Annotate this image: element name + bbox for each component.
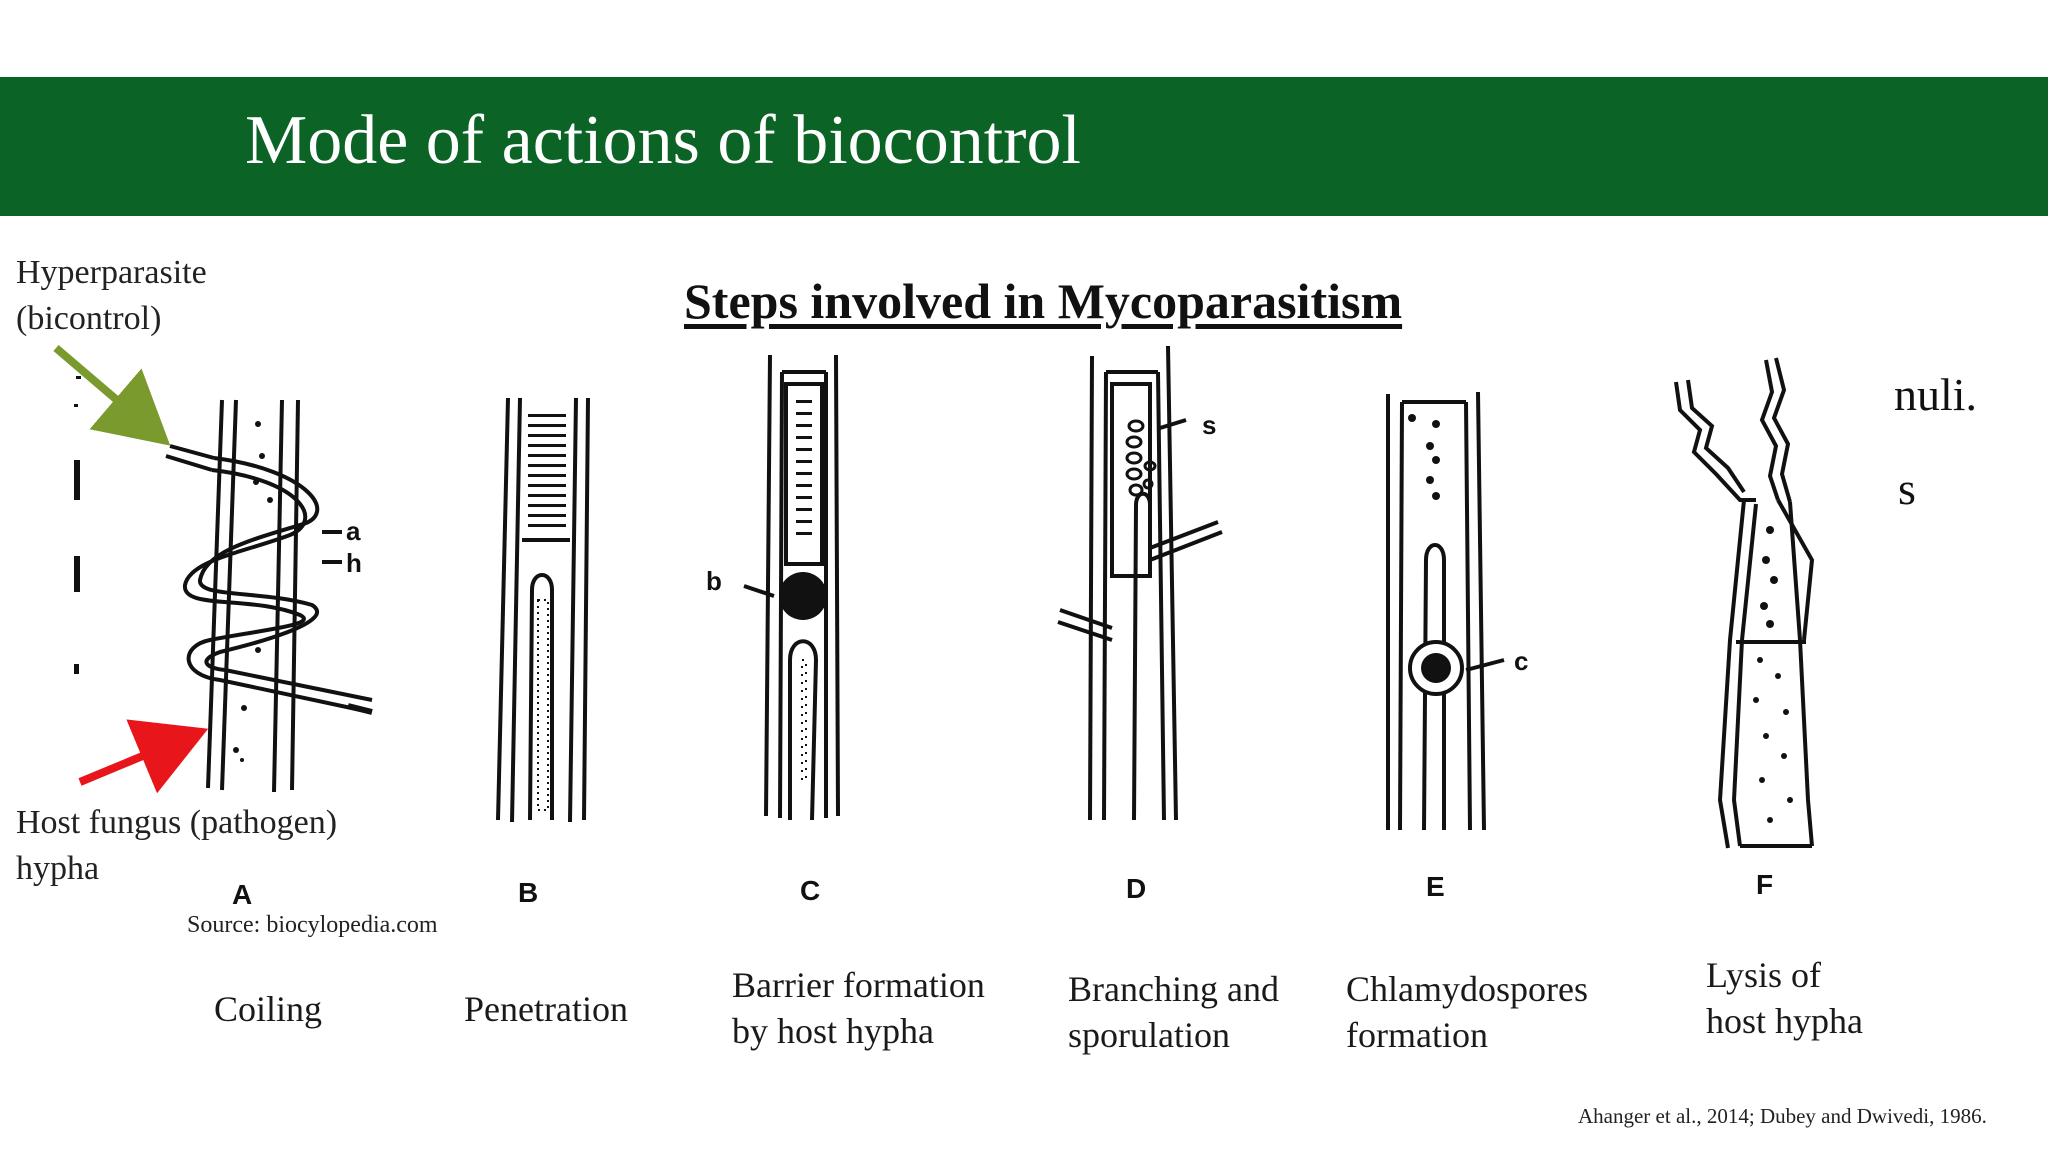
step-label-line1: Coiling xyxy=(214,989,323,1029)
figure-source: Source: biocylopedia.com xyxy=(187,912,438,938)
host-fungus-label-line2: hypha xyxy=(16,850,100,887)
step-label-chlamydospores: Chlamydospores formation xyxy=(1346,966,1588,1058)
panel-e-dots xyxy=(1408,414,1440,500)
step-label-penetration: Penetration xyxy=(464,986,628,1032)
panel-a-dots xyxy=(233,421,273,762)
host-fungus-label-line1: Host fungus (pathogen) xyxy=(16,804,338,841)
step-label-line1: Lysis of xyxy=(1706,955,1822,995)
step-label-line2: host hypha xyxy=(1706,1001,1863,1041)
panel-c-dots xyxy=(796,400,812,781)
step-label-line1: Penetration xyxy=(464,989,628,1029)
panel-a-coiling xyxy=(165,399,373,793)
panel-d-spores xyxy=(1125,419,1157,497)
host-arrow xyxy=(78,719,209,794)
panel-b-penetration xyxy=(496,397,590,823)
citation: Ahanger et al., 2014; Dubey and Dwivedi,… xyxy=(1578,1104,1987,1128)
step-label-line1: Branching and xyxy=(1068,969,1279,1009)
panel-letter-d: D xyxy=(1126,873,1146,904)
title-banner xyxy=(0,77,2048,216)
step-label-line2: sporulation xyxy=(1068,1015,1230,1055)
step-label-lysis: Lysis of host hypha xyxy=(1706,952,1863,1044)
step-label-coiling: Coiling xyxy=(214,986,322,1032)
hyperparasite-arrow xyxy=(53,344,171,446)
step-label-line1: Barrier formation xyxy=(732,965,985,1005)
obscured-text-fragment: nuli. xyxy=(1894,369,1978,420)
panel-d-branching xyxy=(1057,345,1223,821)
step-label-line2: formation xyxy=(1346,1015,1488,1055)
obscured-text-fragment: s xyxy=(1898,463,1916,514)
hyperparasite-label-line2: (bicontrol) xyxy=(16,300,162,337)
obscured-list-markers xyxy=(74,376,81,674)
panel-e-chlamydospore xyxy=(1386,391,1505,831)
step-label-line1: Chlamydospores xyxy=(1346,969,1588,1009)
step-label-line2: by host hypha xyxy=(732,1011,934,1051)
host-fungus-label: Host fungus (pathogen) hypha xyxy=(16,800,337,892)
panel-letter-f: F xyxy=(1756,869,1773,900)
panel-b-dots xyxy=(528,414,566,811)
part-label-h: h xyxy=(346,548,362,578)
hyperparasite-label: Hyperparasite (bicontrol) xyxy=(16,250,207,342)
part-label-b: b xyxy=(706,566,722,596)
part-label-s: s xyxy=(1202,410,1216,440)
step-label-barrier: Barrier formation by host hypha xyxy=(732,962,985,1054)
panel-c-septum-ball xyxy=(779,572,827,620)
panel-letter-e: E xyxy=(1426,871,1445,902)
panel-letter-a: A xyxy=(232,879,252,910)
part-label-a: a xyxy=(346,516,361,546)
panel-letter-c: C xyxy=(800,875,820,906)
panel-e-spore-core xyxy=(1421,653,1451,683)
panel-f-lysis xyxy=(1674,357,1815,849)
hyperparasite-label-line1: Hyperparasite xyxy=(16,254,207,291)
part-label-c: c xyxy=(1514,646,1528,676)
panel-letter-b: B xyxy=(518,877,538,908)
panel-f-dots xyxy=(1753,526,1793,823)
figure-heading: Steps involved in Mycoparasitism xyxy=(684,273,1403,329)
slide-title: Mode of actions of biocontrol xyxy=(245,102,1081,179)
step-label-branching: Branching and sporulation xyxy=(1068,966,1279,1058)
